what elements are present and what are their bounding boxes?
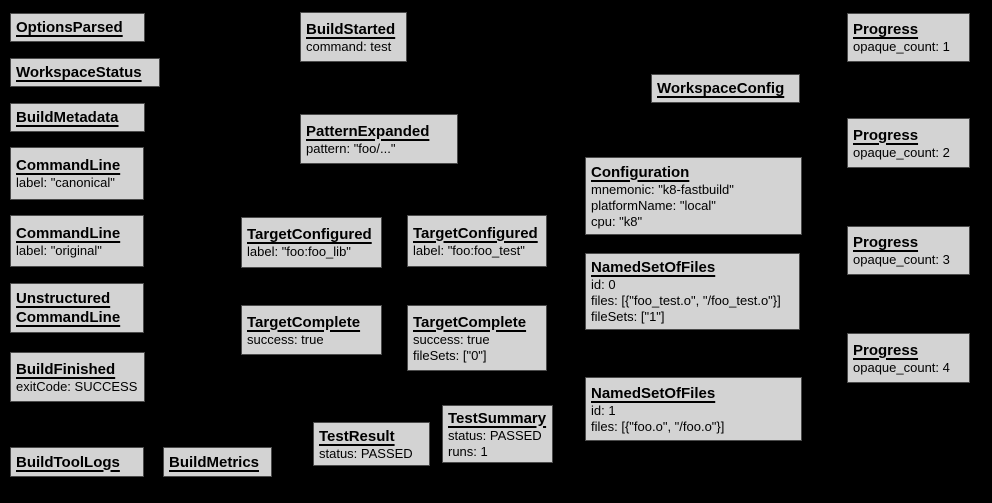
node-progress-1: Progress opaque_count: 1 xyxy=(847,13,970,62)
event-title: BuildMetadata xyxy=(16,109,119,126)
event-details: pattern: "foo/..." xyxy=(306,140,396,156)
event-details: status: PASSED xyxy=(319,445,413,461)
node-test-result: TestResult status: PASSED xyxy=(313,422,430,466)
event-details: opaque_count: 4 xyxy=(853,359,950,375)
event-title: Progress xyxy=(853,21,919,38)
node-command-line-canonical: CommandLine label: "canonical" xyxy=(10,147,144,200)
event-title: Progress xyxy=(853,341,919,359)
node-build-tool-logs: BuildToolLogs xyxy=(10,447,144,477)
event-details: success: true xyxy=(247,331,324,347)
event-details: id: 1 files: [{"foo.o", "/foo.o"}] xyxy=(591,402,725,434)
event-title: CommandLine xyxy=(16,157,121,174)
event-title: Progress xyxy=(853,234,919,251)
event-title: PatternExpanded xyxy=(306,122,430,140)
event-title: Configuration xyxy=(591,163,690,181)
node-build-started: BuildStarted command: test xyxy=(300,12,407,62)
event-details: id: 0 files: [{"foo_test.o", "/foo_test.… xyxy=(591,277,781,324)
event-title: WorkspaceStatus xyxy=(16,64,142,81)
event-title: TestResult xyxy=(319,427,395,445)
event-details: label: "foo:foo_lib" xyxy=(247,244,351,259)
event-title: NamedSetOfFiles xyxy=(591,259,716,276)
node-progress-3: Progress opaque_count: 3 xyxy=(847,226,970,275)
event-title: BuildMetrics xyxy=(169,453,260,471)
event-title: TargetComplete xyxy=(247,313,361,331)
event-details: opaque_count: 3 xyxy=(853,252,950,267)
event-details: exitCode: SUCCESS xyxy=(16,378,138,394)
node-configuration: Configuration mnemonic: "k8-fastbuild" p… xyxy=(585,157,802,235)
event-title: TargetConfigured xyxy=(247,226,372,243)
event-title: BuildFinished xyxy=(16,360,116,378)
node-named-set-of-files-1: NamedSetOfFiles id: 1 files: [{"foo.o", … xyxy=(585,377,802,441)
event-title: TestSummary xyxy=(448,409,547,427)
node-progress-4: Progress opaque_count: 4 xyxy=(847,333,970,383)
event-details: status: PASSED runs: 1 xyxy=(448,427,542,459)
node-options-parsed: OptionsParsed xyxy=(10,13,145,42)
node-pattern-expanded: PatternExpanded pattern: "foo/..." xyxy=(300,114,458,164)
event-details: label: "canonical" xyxy=(16,175,115,190)
event-title: NamedSetOfFiles xyxy=(591,384,716,402)
node-workspace-status: WorkspaceStatus xyxy=(10,58,160,87)
event-title: OptionsParsed xyxy=(16,19,123,36)
node-target-configured-foo-lib: TargetConfigured label: "foo:foo_lib" xyxy=(241,217,382,268)
event-title: Unstructured CommandLine xyxy=(16,290,121,326)
node-target-configured-foo-test: TargetConfigured label: "foo:foo_test" xyxy=(407,215,547,267)
node-target-complete-foo-lib: TargetComplete success: true xyxy=(241,305,382,355)
node-workspace-config: WorkspaceConfig xyxy=(651,74,800,103)
node-test-summary: TestSummary status: PASSED runs: 1 xyxy=(442,405,553,463)
node-build-metadata: BuildMetadata xyxy=(10,103,145,132)
node-command-line-original: CommandLine label: "original" xyxy=(10,215,144,267)
node-unstructured-command-line: Unstructured CommandLine xyxy=(10,283,144,333)
event-title: Progress xyxy=(853,126,919,144)
event-title: TargetConfigured xyxy=(413,224,538,242)
event-details: opaque_count: 1 xyxy=(853,39,950,54)
event-details: label: "foo:foo_test" xyxy=(413,242,525,258)
event-title: BuildStarted xyxy=(306,20,396,38)
node-build-metrics: BuildMetrics xyxy=(163,447,272,477)
event-details: label: "original" xyxy=(16,242,102,258)
event-details: success: true fileSets: ["0"] xyxy=(413,331,490,363)
event-title: CommandLine xyxy=(16,224,121,242)
event-title: WorkspaceConfig xyxy=(657,80,785,97)
event-details: opaque_count: 2 xyxy=(853,144,950,160)
event-details: mnemonic: "k8-fastbuild" platformName: "… xyxy=(591,181,734,229)
node-named-set-of-files-0: NamedSetOfFiles id: 0 files: [{"foo_test… xyxy=(585,253,800,330)
event-details: command: test xyxy=(306,38,392,54)
node-target-complete-foo-test: TargetComplete success: true fileSets: [… xyxy=(407,305,547,371)
event-title: TargetComplete xyxy=(413,313,527,331)
event-title: BuildToolLogs xyxy=(16,453,120,471)
node-build-finished: BuildFinished exitCode: SUCCESS xyxy=(10,352,145,402)
node-progress-2: Progress opaque_count: 2 xyxy=(847,118,970,168)
